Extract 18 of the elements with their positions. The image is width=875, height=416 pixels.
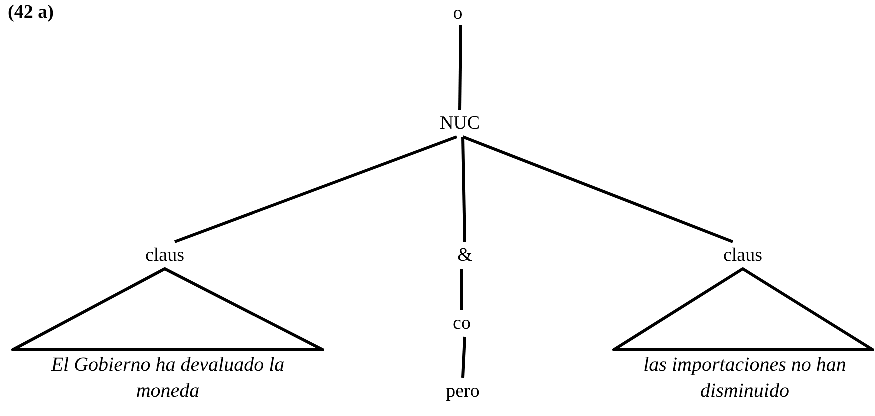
node-label: NUC: [435, 112, 485, 137]
sentence-text: las importaciones no han disminuido: [610, 352, 875, 404]
node-label: co: [447, 312, 477, 337]
example-number: (42 a): [8, 2, 54, 24]
constituent-triangle: [12, 268, 324, 352]
tree-branch: [462, 336, 466, 378]
node-label: o: [448, 2, 468, 27]
node-label: claus: [713, 244, 773, 269]
tree-branch: [462, 136, 466, 242]
tree-branch: [460, 269, 464, 310]
tree-branch: [458, 24, 462, 110]
node-label: &: [455, 244, 475, 269]
tree-branch: [462, 136, 734, 244]
node-label: claus: [135, 244, 195, 269]
sentence-text: El Gobierno ha devaluado la moneda: [18, 352, 318, 404]
tree-branch: [174, 136, 458, 244]
constituent-triangle: [612, 268, 874, 352]
node-label: pero: [438, 380, 488, 405]
